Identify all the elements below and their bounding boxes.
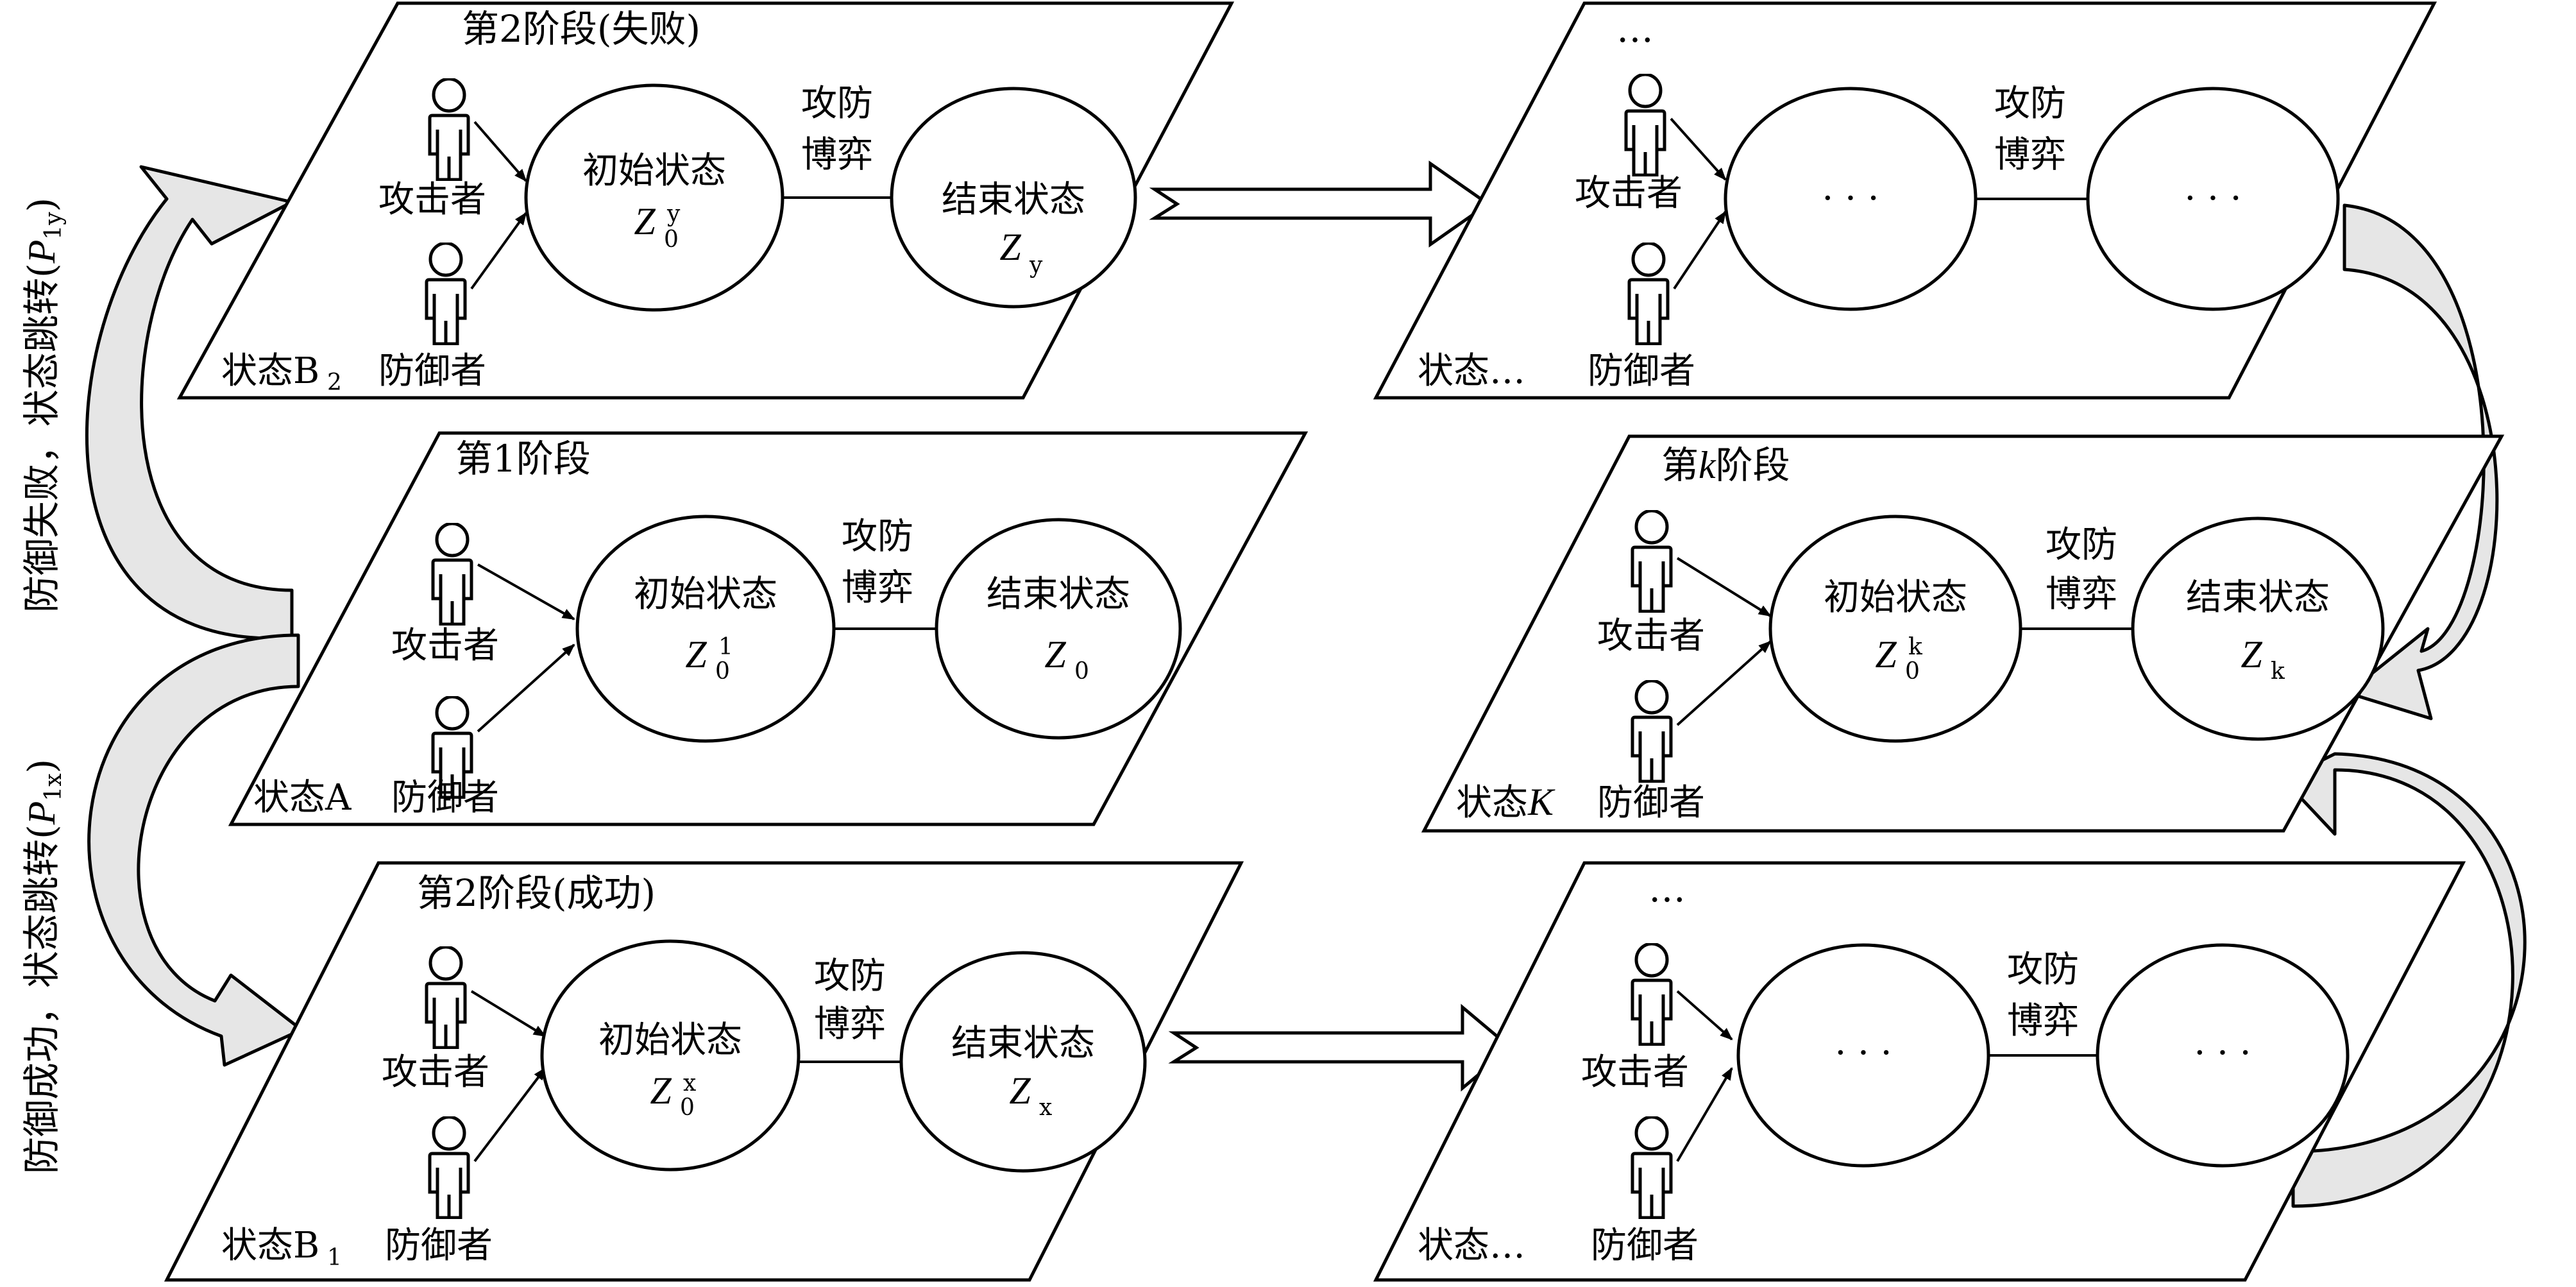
end-state-node	[935, 518, 1182, 740]
svg-text:结束状态: 结束状态	[2186, 577, 2330, 618]
svg-text:y: y	[1029, 252, 1043, 278]
end-state-node	[2131, 516, 2385, 741]
svg-text:k: k	[1908, 634, 1923, 660]
svg-text:1: 1	[327, 1245, 342, 1271]
defender-label: 防御者	[1591, 1225, 1699, 1266]
panel-title: 第1阶段	[455, 437, 591, 481]
state-sub: 2	[327, 370, 342, 396]
svg-text:Z: Z	[634, 200, 656, 243]
svg-text:Z: Z	[685, 633, 707, 676]
initial-state-node	[1768, 515, 2022, 743]
svg-text:1: 1	[718, 634, 733, 660]
svg-text:初始状态: 初始状态	[598, 1019, 742, 1061]
state-label: 状态…	[1418, 1225, 1525, 1266]
svg-text:博弈: 博弈	[814, 1003, 886, 1045]
defender-label: 防御者	[1597, 782, 1705, 824]
svg-text:博弈: 博弈	[2046, 574, 2117, 615]
state-label: 状态B	[221, 1225, 319, 1266]
end-state-node	[890, 87, 1137, 309]
svg-text:Z: Z	[999, 226, 1021, 268]
left-lower-curved-arrow	[87, 633, 303, 1067]
defender-label: 防御者	[391, 777, 499, 819]
end-state-node	[2086, 87, 2340, 311]
svg-text:x: x	[683, 1070, 696, 1096]
end-state-node	[899, 951, 1147, 1173]
svg-text:y: y	[666, 201, 681, 227]
panel-stage2-fail: 第2阶段(失败) 攻击者 防御者 状态B 2 初始状态 Z y 0 攻防 博弈 …	[176, 1, 1235, 400]
panel-stage2-success: 第2阶段(成功) 攻击者 防御者 状态B 1 初始状态 Z x 0 攻防 博弈 …	[164, 861, 1244, 1282]
svg-text:0: 0	[664, 226, 679, 253]
panel-title: …	[1616, 7, 1654, 51]
svg-text:攻防: 攻防	[842, 516, 913, 558]
panel-title: 第k阶段	[1661, 443, 1790, 487]
svg-text:· · ·: · · ·	[1822, 178, 1879, 219]
side-label-defense-success: 防御成功，状态跳转(P1x)	[20, 759, 67, 1174]
end-state-node	[2096, 943, 2350, 1168]
svg-text:初始状态: 初始状态	[634, 574, 777, 615]
attacker-label: 攻击者	[391, 625, 499, 667]
svg-text:· · ·: · · ·	[2184, 178, 2241, 219]
panel-title: 第2阶段(成功)	[417, 871, 656, 915]
svg-text:Z: Z	[1044, 633, 1066, 676]
svg-text:· · ·: · · ·	[1835, 1032, 1892, 1074]
svg-text:攻防: 攻防	[814, 955, 886, 997]
svg-text:0: 0	[680, 1095, 695, 1121]
initial-state-node	[524, 83, 784, 312]
svg-text:博弈: 博弈	[842, 567, 913, 609]
panel-upper-right: … 攻击者 防御者 状态… · · · 攻防 博弈 · · ·	[1373, 1, 2437, 400]
attacker-label: 攻击者	[382, 1052, 489, 1093]
state-label: 状态A	[253, 777, 352, 819]
defender-label: 防御者	[378, 350, 486, 392]
svg-text:攻防: 攻防	[801, 83, 873, 124]
svg-text:攻防: 攻防	[1994, 83, 2066, 124]
panel-stage1: 第1阶段 攻击者 防御者 状态A 初始状态 Z 1 0 攻防 博弈 结束状态 Z…	[228, 431, 1309, 826]
svg-text:防御成功，状态跳转(P1x): 防御成功，状态跳转(P1x)	[20, 759, 67, 1174]
panel-lower-right: … 攻击者 防御者 状态… · · · 攻防 博弈 · · ·	[1373, 861, 2466, 1282]
svg-text:Z: Z	[1875, 633, 1897, 676]
panel-stage-k: 第k阶段 攻击者 防御者 状态K 初始状态 Z k 0 攻防 博弈 结束状态 Z…	[1421, 434, 2505, 833]
initial-state-node	[540, 939, 801, 1172]
svg-text:x: x	[1039, 1095, 1052, 1121]
attacker-label: 攻击者	[1581, 1052, 1689, 1093]
svg-text:博弈: 博弈	[2007, 1000, 2079, 1042]
svg-text:博弈: 博弈	[1994, 134, 2066, 176]
svg-text:初始状态: 初始状态	[1824, 577, 1967, 618]
svg-text:k: k	[2271, 658, 2285, 685]
state-label: 状态…	[1418, 350, 1525, 392]
defender-label: 防御者	[385, 1225, 493, 1266]
attacker-label: 攻击者	[1575, 173, 1682, 214]
svg-text:防御失败，状态跳转(P1y): 防御失败，状态跳转(P1y)	[20, 198, 67, 613]
svg-text:Z: Z	[650, 1070, 672, 1112]
attacker-label: 攻击者	[1597, 615, 1705, 657]
svg-text:0: 0	[1074, 658, 1089, 685]
initial-state-node	[575, 515, 836, 743]
svg-text:攻防: 攻防	[2046, 524, 2117, 566]
svg-text:攻防: 攻防	[2007, 949, 2079, 991]
left-upper-curved-arrow	[85, 165, 294, 640]
arrow-success-to-next	[1168, 1003, 1513, 1092]
arrow-fail-to-next	[1149, 160, 1491, 248]
svg-text:Z: Z	[2241, 633, 2262, 676]
svg-text:0: 0	[1905, 658, 1920, 685]
state-label: 状态B	[221, 350, 319, 392]
state-label: 状态K	[1456, 781, 1555, 824]
svg-text:初始状态: 初始状态	[582, 150, 726, 192]
svg-text:Z: Z	[1009, 1070, 1031, 1112]
right-lower-curved-arrow	[2282, 752, 2527, 1208]
svg-text:结束状态: 结束状态	[942, 179, 1085, 221]
svg-text:结束状态: 结束状态	[987, 574, 1130, 615]
side-label-defense-fail: 防御失败，状态跳转(P1y)	[20, 198, 67, 613]
right-upper-curved-arrow	[2343, 203, 2499, 720]
svg-text:0: 0	[715, 658, 730, 685]
attacker-label: 攻击者	[378, 179, 486, 221]
svg-text:博弈: 博弈	[801, 134, 873, 176]
svg-text:· · ·: · · ·	[2194, 1032, 2251, 1074]
panel-title: 第2阶段(失败)	[462, 7, 700, 51]
panel-title: …	[1648, 867, 1686, 910]
svg-text:结束状态: 结束状态	[951, 1023, 1095, 1064]
defender-label: 防御者	[1588, 350, 1695, 392]
